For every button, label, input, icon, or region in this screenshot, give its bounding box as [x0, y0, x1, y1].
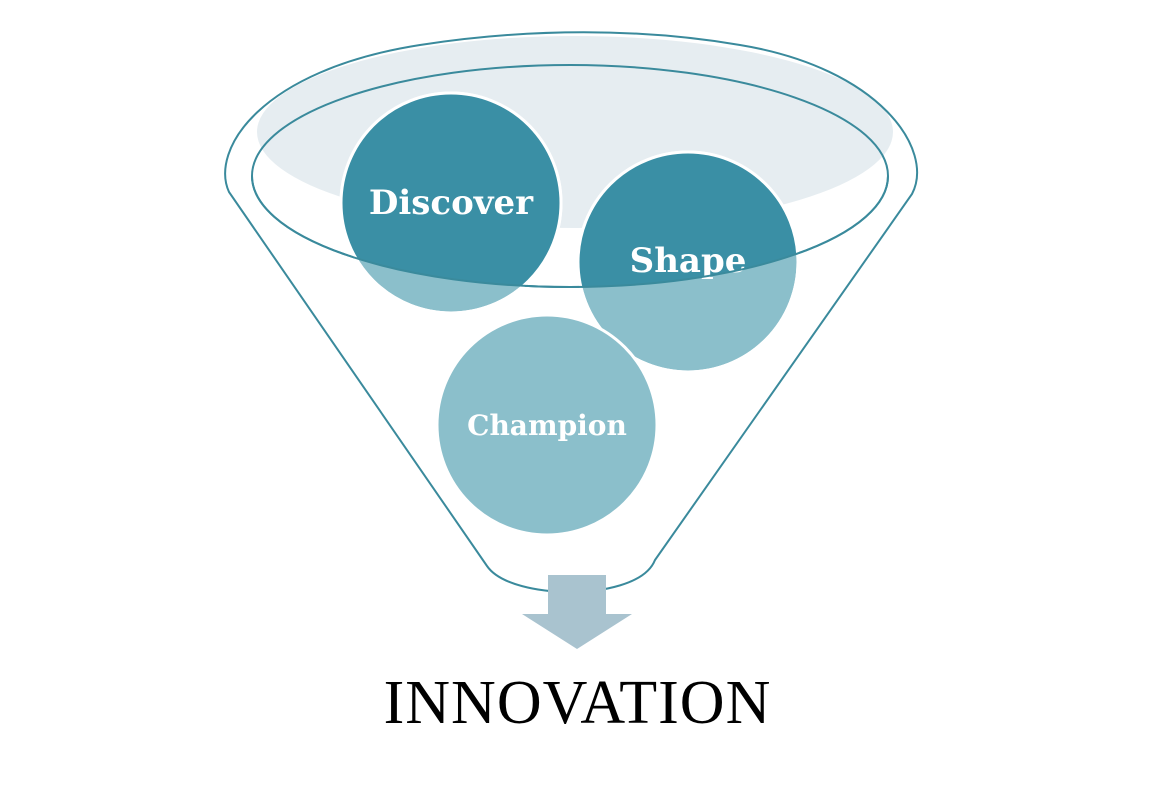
stage-discover: Discover — [339, 91, 563, 315]
champion-label: Champion — [467, 409, 627, 442]
funnel-rim-front — [251, 175, 889, 288]
discover-circle-upper — [341, 93, 561, 287]
stage-shape: Shape — [576, 150, 800, 374]
champion-circle — [435, 313, 659, 537]
innovation-label: INNOVATION — [383, 669, 772, 737]
stage-champion: Champion — [435, 313, 659, 537]
shape-label: Shape — [630, 241, 747, 281]
shape-circle-border — [576, 150, 800, 374]
shape-circle-upper — [578, 152, 798, 287]
down-arrow-icon — [522, 575, 632, 649]
discover-label: Discover — [369, 183, 534, 223]
discover-circle-border — [339, 91, 563, 315]
